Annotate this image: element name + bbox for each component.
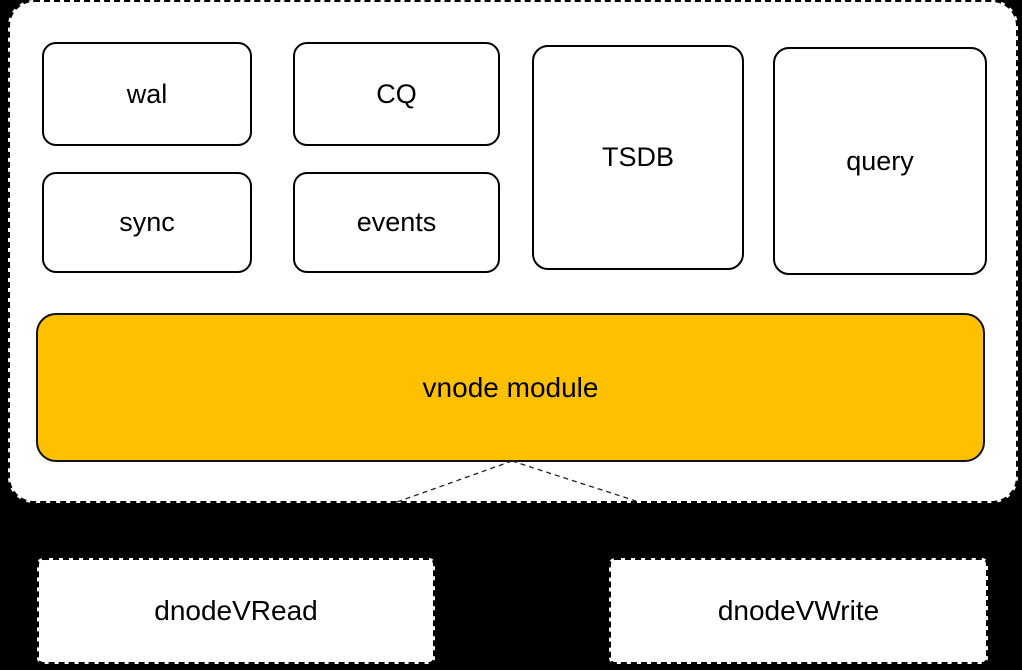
node-tsdb: TSDB xyxy=(532,45,744,270)
node-tsdb-label: TSDB xyxy=(601,142,674,172)
node-cq: CQ xyxy=(293,42,500,146)
vnode-module-group-container: wal CQ sync events TSDB query vnode modu… xyxy=(8,0,1018,503)
node-sync-label: sync xyxy=(119,207,175,237)
node-dnode-vwrite-label: dnodeVWrite xyxy=(717,595,880,626)
node-events-label: events xyxy=(356,207,437,237)
node-vnode-module-label: vnode module xyxy=(422,371,599,403)
node-wal-label: wal xyxy=(126,78,168,109)
node-events: events xyxy=(293,172,500,273)
node-vnode-module: vnode module xyxy=(36,313,985,462)
node-query-label: query xyxy=(846,145,914,176)
node-sync: sync xyxy=(42,172,252,273)
node-query: query xyxy=(773,47,987,275)
node-dnode-vread-label: dnodeVRead xyxy=(154,595,318,626)
node-dnode-vwrite: dnodeVWrite xyxy=(609,558,988,664)
node-cq-label: CQ xyxy=(376,78,417,109)
node-dnode-vread: dnodeVRead xyxy=(37,558,435,664)
node-wal: wal xyxy=(42,42,252,146)
